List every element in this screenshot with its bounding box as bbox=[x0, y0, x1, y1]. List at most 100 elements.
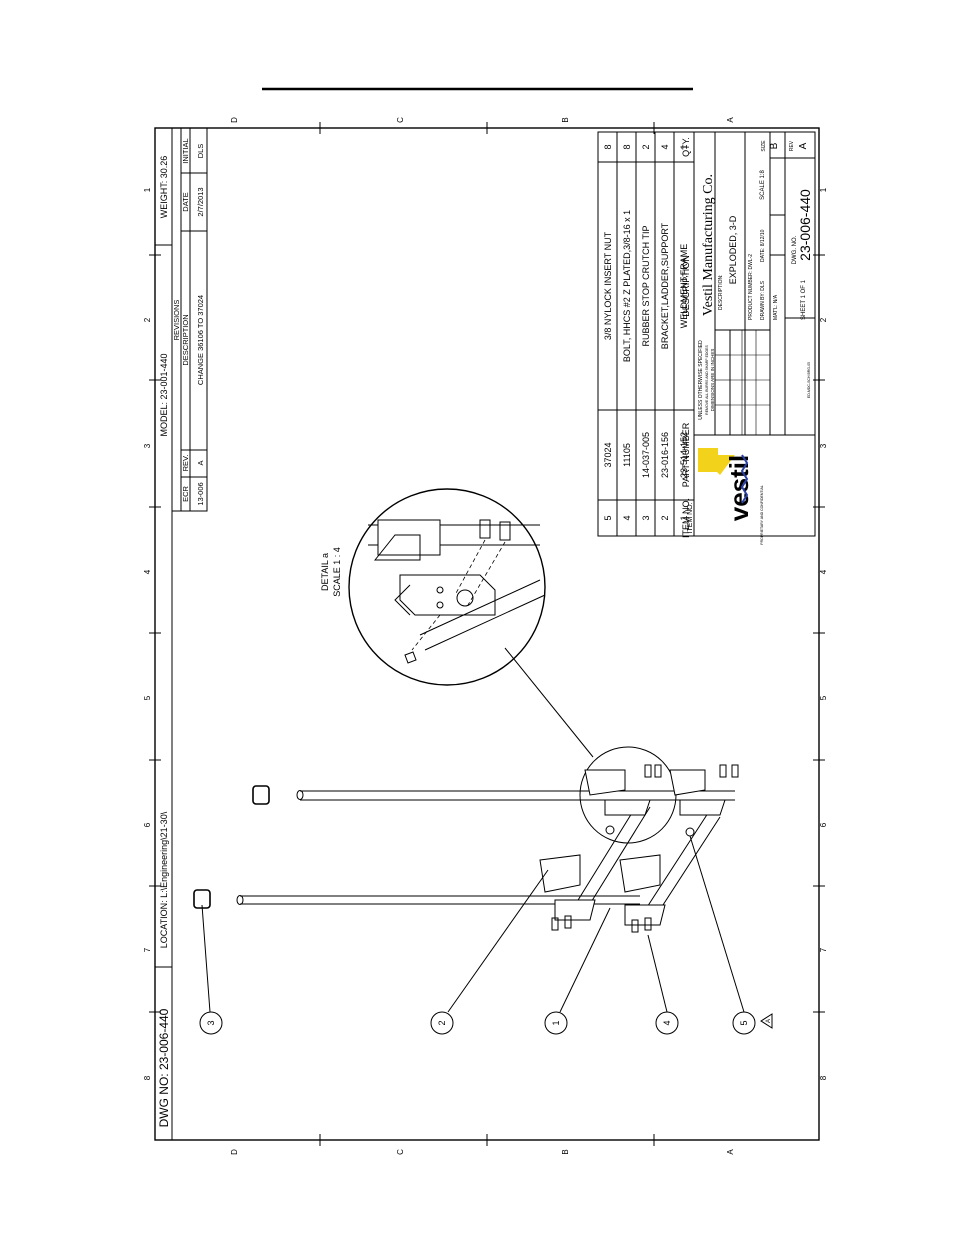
zone-bottom-b: B bbox=[561, 1149, 570, 1154]
zone-left-2: 2 bbox=[143, 317, 152, 322]
title-block bbox=[693, 131, 816, 537]
matl-label: MAT'L: N/A bbox=[773, 294, 779, 320]
rev-col-desc: DESCRIPTION bbox=[181, 314, 190, 365]
bom-item-3: 3 bbox=[641, 515, 651, 520]
bom-qty-2: 4 bbox=[660, 144, 670, 149]
zone-left-8: 8 bbox=[143, 1075, 152, 1080]
zone-left-7: 7 bbox=[143, 947, 152, 952]
model-label: MODEL: 23-001-440 bbox=[159, 353, 169, 436]
frame-assembly bbox=[193, 764, 739, 933]
unless-note: UNLESS OTHERWISE SPECIFIED bbox=[698, 340, 704, 420]
bom-header-item: ITEM NO. bbox=[687, 502, 694, 533]
tolerance-grid bbox=[715, 330, 770, 435]
rev-initial: DLS bbox=[196, 144, 205, 159]
item-balloons: 3 2 1 4 5 A bbox=[199, 1011, 773, 1035]
bom-item-5: 5 bbox=[603, 515, 613, 520]
logo-text: vestil bbox=[724, 455, 754, 522]
balloon-4: 4 bbox=[662, 1020, 672, 1025]
rev-label: REV bbox=[789, 140, 795, 151]
bom-part-3: 14-037-005 bbox=[641, 432, 651, 478]
zone-left-4: 4 bbox=[143, 569, 152, 574]
zone-top-b: B bbox=[561, 117, 570, 122]
location-label: LOCATION: L:\Engineering\21-30\ bbox=[159, 811, 169, 948]
bom-part-4: 11105 bbox=[622, 443, 632, 467]
sheet-label: SHEET 1 OF 1 bbox=[801, 279, 807, 320]
zone-right-1: 1 bbox=[819, 187, 828, 192]
revision-triangle bbox=[760, 1013, 773, 1029]
dwg-number: 23-006-440 bbox=[797, 189, 813, 261]
dimensions-note: DIMENSIONS ARE IN INCHES bbox=[710, 349, 715, 412]
bom-hdr-item: ITEM NO. bbox=[681, 498, 691, 538]
zone-right-8: 8 bbox=[819, 1075, 828, 1080]
balloon-2: 2 bbox=[437, 1020, 447, 1025]
size-value: B bbox=[769, 142, 780, 149]
bom-desc-3: RUBBER STOP CRUTCH TIP bbox=[641, 225, 651, 346]
balloon-3: 3 bbox=[206, 1020, 216, 1025]
title-description: EXPLODED, 3-D bbox=[728, 215, 738, 284]
dwg-no-caption: DWG. NO. bbox=[792, 235, 798, 264]
rev-rev: A bbox=[196, 460, 205, 465]
drawn-by: DRAWN BY: DLS bbox=[760, 280, 766, 320]
weight-label: WEIGHT: 30.26 bbox=[159, 156, 169, 219]
bom-qty-4: 8 bbox=[622, 144, 632, 149]
zone-right-7: 7 bbox=[819, 947, 828, 952]
bom-qty-5: 8 bbox=[603, 144, 613, 149]
rev-value: A bbox=[798, 142, 809, 149]
rev-col-date: DATE bbox=[181, 192, 190, 211]
bom-part-2: 23-016-156 bbox=[660, 432, 670, 478]
zone-left-3: 3 bbox=[143, 443, 152, 448]
bom-item-4: 4 bbox=[622, 515, 632, 520]
revisions-table bbox=[171, 127, 208, 512]
zone-top-a: A bbox=[726, 117, 735, 123]
zone-bottom-c: C bbox=[396, 1149, 405, 1155]
bom-desc-1: WELDMENT,FRAME bbox=[679, 244, 689, 329]
bom-desc-4: BOLT, HHCS #2 Z PLATED,3/8-16 x 1 bbox=[622, 210, 632, 362]
rev-col-rev: REV. bbox=[181, 455, 190, 472]
zone-right-5: 5 bbox=[819, 695, 828, 700]
bom-part-1: 23-514-152 bbox=[679, 432, 689, 478]
company-name: Vestil Manufacturing Co. bbox=[701, 174, 716, 316]
revisions-title: REVISIONS bbox=[172, 300, 181, 341]
rev-col-ecr: ECR bbox=[181, 486, 190, 502]
balloon-leaders bbox=[201, 835, 745, 1013]
size-label: SIZE bbox=[761, 140, 767, 152]
detail-callout-circle bbox=[579, 746, 677, 844]
zone-left-1: 1 bbox=[143, 187, 152, 192]
revision-triangle-label: A bbox=[766, 1019, 772, 1023]
bom-hdr-desc: DESCRIPTION bbox=[681, 255, 691, 317]
zone-top-c: C bbox=[396, 117, 405, 123]
balloon-1: 1 bbox=[551, 1020, 561, 1025]
detail-a-view: DETAIL a SCALE 1 : 4 bbox=[320, 488, 546, 686]
zone-right-6: 6 bbox=[819, 822, 828, 827]
bom-hdr-part: PART NUMBER bbox=[681, 422, 691, 487]
bom-qty-1: 1 bbox=[679, 144, 689, 149]
detail-leader bbox=[504, 647, 594, 758]
form-number: ED-MDC-SCH BRG-05 bbox=[807, 362, 811, 398]
zone-bottom-d: D bbox=[230, 1149, 239, 1155]
zone-right-4: 4 bbox=[819, 569, 828, 574]
rev-desc: CHANGE 36106 TO 37024 bbox=[196, 295, 205, 385]
zone-right-3: 3 bbox=[819, 443, 828, 448]
product-number: PRODUCT NUMBER: DWL-2 bbox=[748, 254, 754, 320]
dwg-no-label: DWG NO: 23-006-440 bbox=[157, 1008, 171, 1127]
detail-scale: SCALE 1 : 4 bbox=[332, 547, 342, 597]
zone-right-2: 2 bbox=[819, 317, 828, 322]
rev-ecr: 13-006 bbox=[196, 482, 205, 505]
zone-top-d: D bbox=[230, 117, 239, 123]
bom-qty-3: 2 bbox=[641, 144, 651, 149]
bom-desc-2: BRACKET,LADDER,SUPPORT bbox=[660, 222, 670, 349]
bom-desc-5: 3/8 NYLOCK INSERT NUT bbox=[603, 231, 613, 340]
bom-hdr-qty: QTY. bbox=[681, 137, 691, 157]
proprietary-note: PROPRIETARY AND CONFIDENTIAL bbox=[760, 485, 764, 545]
bom-part-5: 37024 bbox=[603, 442, 613, 467]
rev-col-initial: INITIAL bbox=[181, 138, 190, 163]
header-strip: WEIGHT: 30.26 MODEL: 23-001-440 LOCATION… bbox=[155, 128, 173, 1140]
balloon-5: 5 bbox=[739, 1020, 749, 1025]
scale-label: SCALE 1:8 bbox=[760, 169, 766, 199]
remove-burrs-note: REMOVE ALL BURRS AND SHARP EDGES bbox=[705, 345, 709, 415]
drawn-date: DATE: 8/12/10 bbox=[760, 229, 766, 262]
detail-title: DETAIL a bbox=[320, 553, 330, 591]
zone-left-5: 5 bbox=[143, 695, 152, 700]
